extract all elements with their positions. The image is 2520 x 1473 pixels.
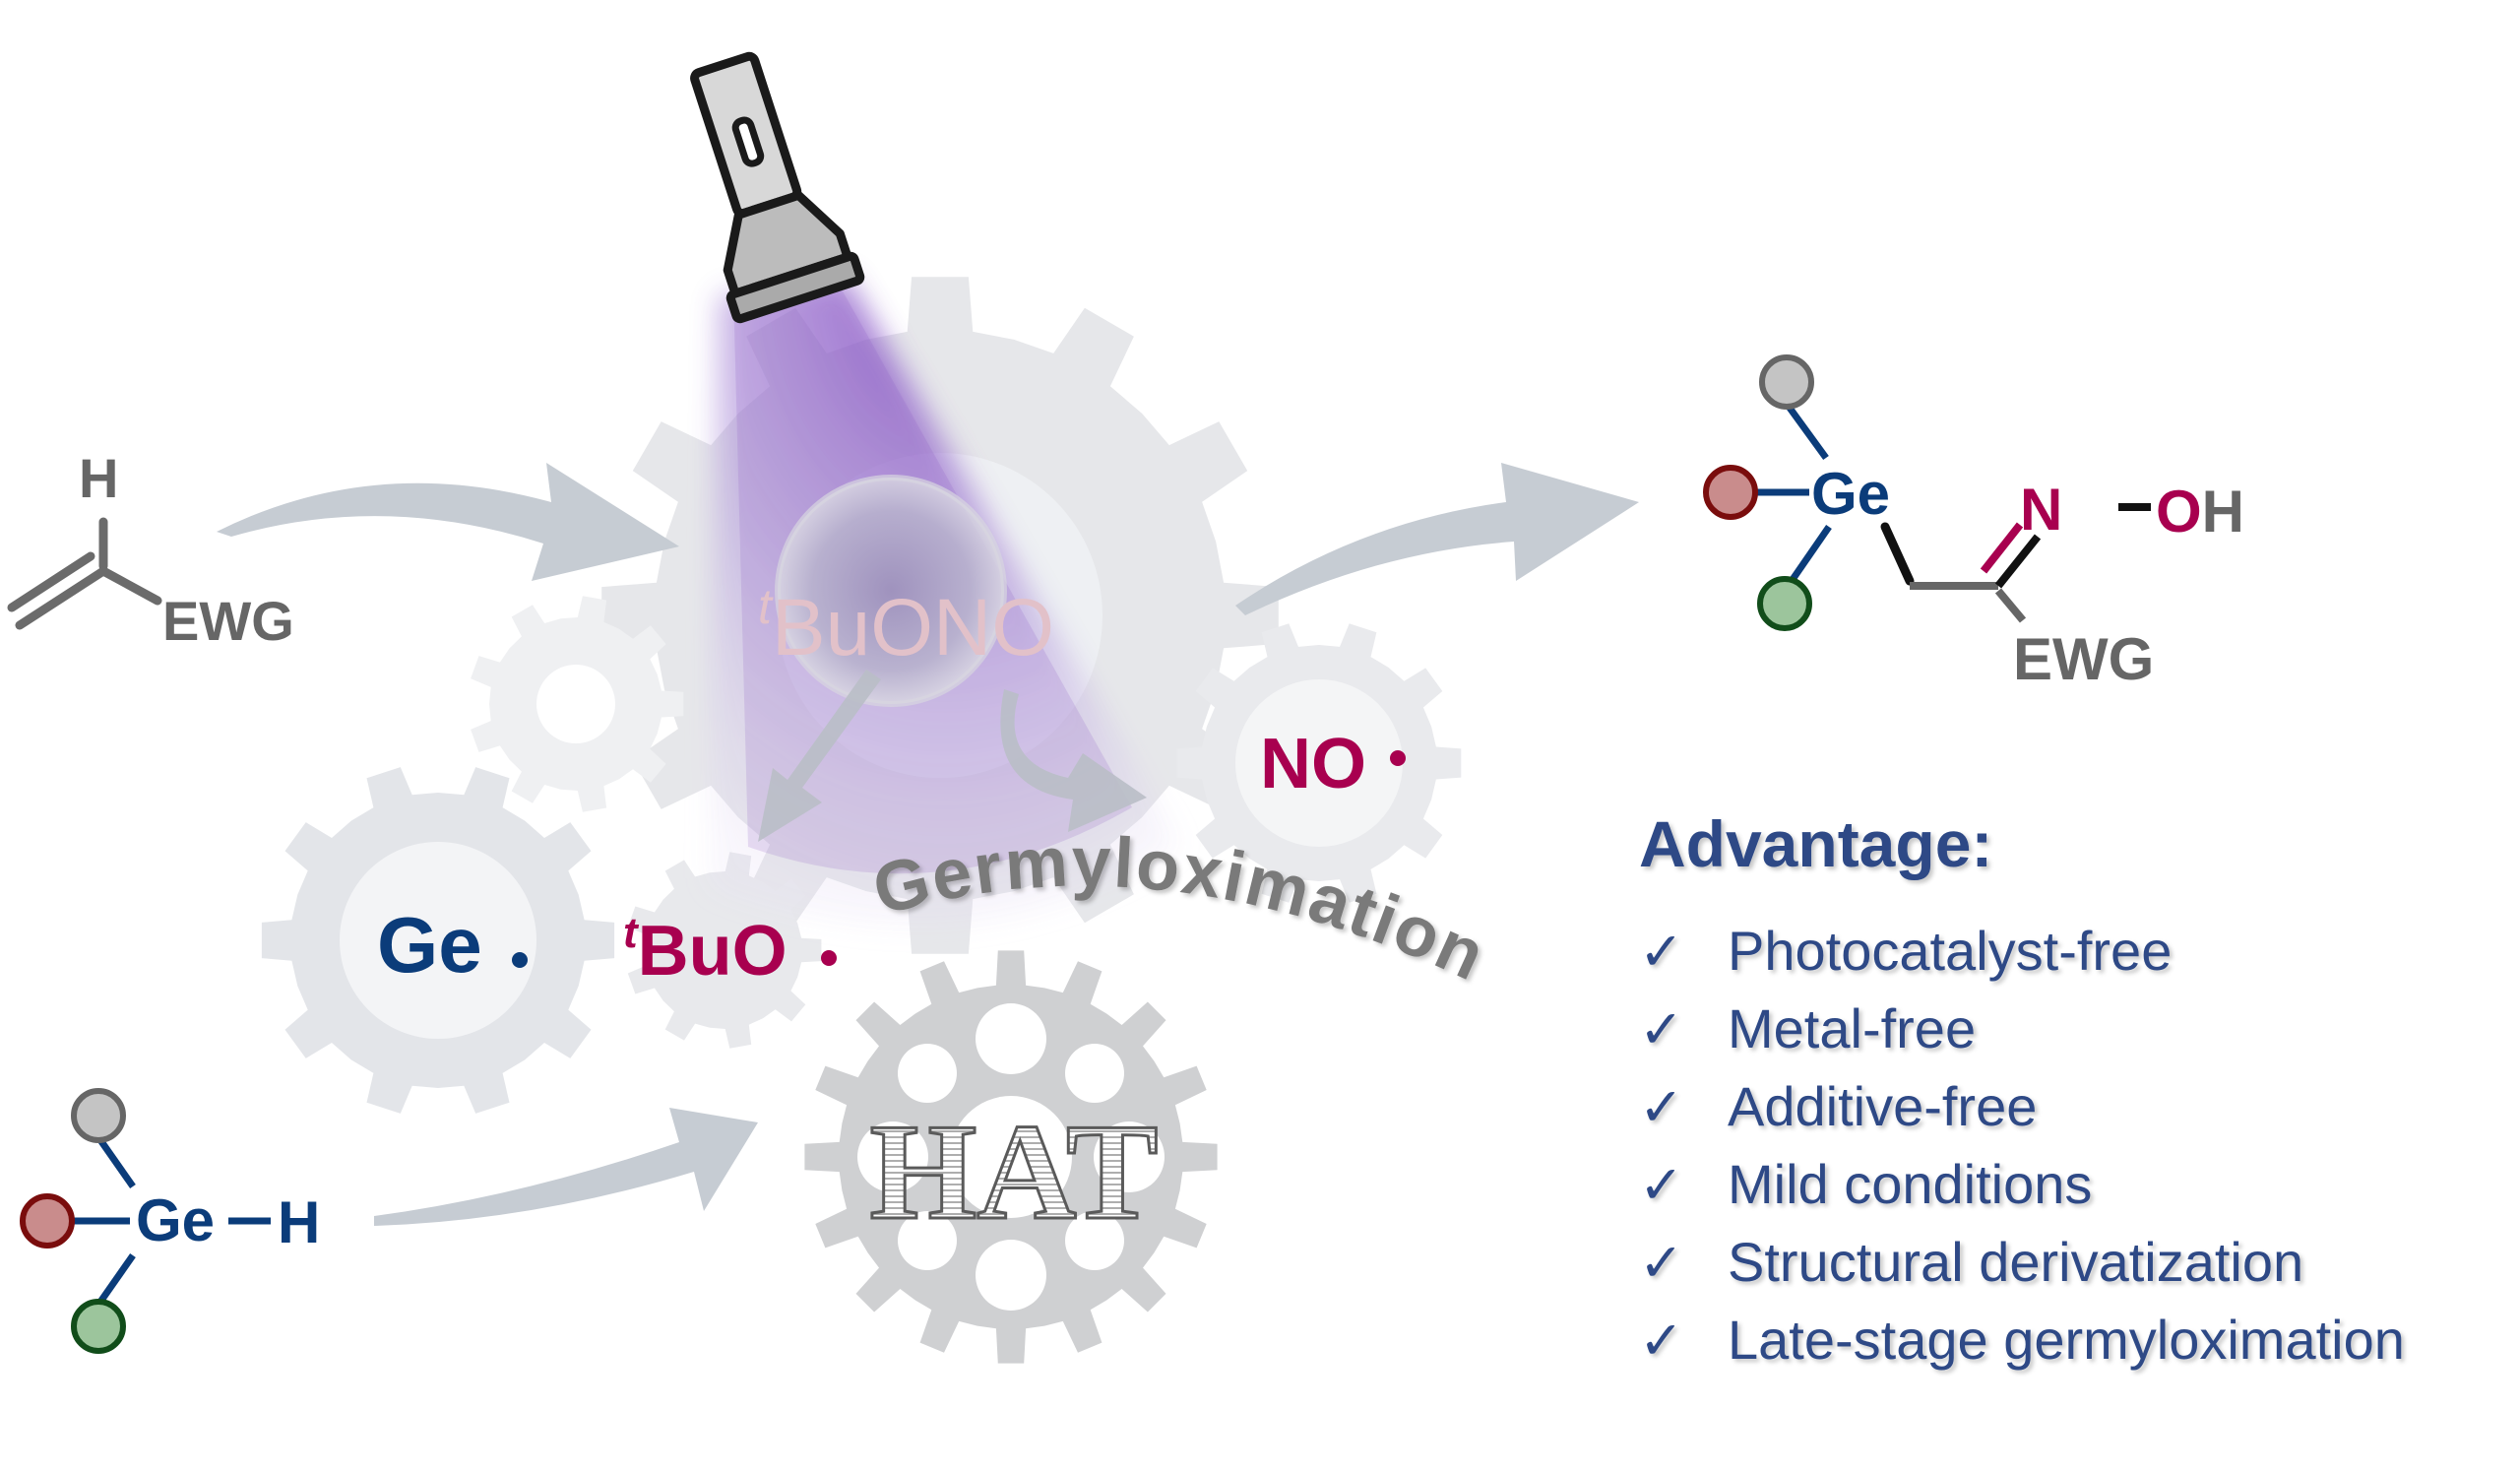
no-radical-dot [1390,750,1406,766]
germyloximation-curved-label: Germyloximation [865,822,1498,996]
substituent-gray-circle [1759,354,1814,410]
advantage-check-icon: ✓ [1639,1000,1683,1059]
advantage-check-icon: ✓ [1639,1234,1683,1293]
ge-gear [261,767,615,1114]
arrow-tbuono-to-tbuo [758,670,881,842]
advantage-item: Additive-free [1728,1075,2037,1137]
alkene-h-label: H [79,447,118,509]
ge-radical-label: Ge [377,901,482,989]
germane-structure [20,1088,271,1354]
arrow-germane-to-hat [374,1108,758,1226]
product-ge-label: Ge [1811,461,1890,527]
alkene-ewg-label: EWG [162,590,294,652]
left-small-gear [471,596,684,812]
arrow-center-to-product [1235,463,1639,615]
product-structure [1703,354,2151,631]
advantage-item: Photocatalyst-free [1728,920,2172,982]
substituent-green-circle [1757,576,1812,631]
germane-ge-label: Ge [136,1187,215,1253]
arrow-alkene-to-center [217,463,679,581]
advantage-check-icon: ✓ [1639,1156,1683,1215]
product-n-label: N [2020,477,2062,543]
alkene-structure [7,517,162,630]
no-radical-label: NO [1260,725,1366,803]
advantage-check-icon: ✓ [1639,1312,1683,1371]
advantage-item: Structural derivatization [1728,1231,2303,1293]
advantage-panel: Advantage: ✓ Photocatalyst-free ✓ Metal-fre… [1639,807,2405,1371]
product-ewg-label: EWG [2013,626,2154,692]
advantage-title: Advantage: [1639,807,1992,880]
advantage-check-icon: ✓ [1639,923,1683,982]
ge-radical-dot [512,952,528,968]
advantage-item: Metal-free [1728,997,1976,1059]
tbuono-core [775,475,1007,707]
substituent-red-circle [1703,465,1758,520]
advantage-item: Late-stage germyloximation [1728,1309,2405,1371]
substituent-red-circle [20,1193,75,1249]
substituent-gray-circle [71,1088,126,1143]
advantage-item: Mild conditions [1728,1153,2092,1215]
advantage-check-icon: ✓ [1639,1078,1683,1137]
flashlight-icon [690,51,865,324]
tbuono-label: tBuONO [758,579,1054,672]
product-oh-label: OH [2156,479,2244,544]
arrow-tbuono-to-no [1000,689,1147,832]
tbuo-radical-label: tBuO [623,909,788,991]
tbuo-radical-dot [821,950,837,966]
substituent-green-circle [71,1299,126,1354]
hat-label: HAT [870,1096,1159,1249]
germane-h-label: H [278,1189,320,1255]
no-gear [1176,623,1462,903]
